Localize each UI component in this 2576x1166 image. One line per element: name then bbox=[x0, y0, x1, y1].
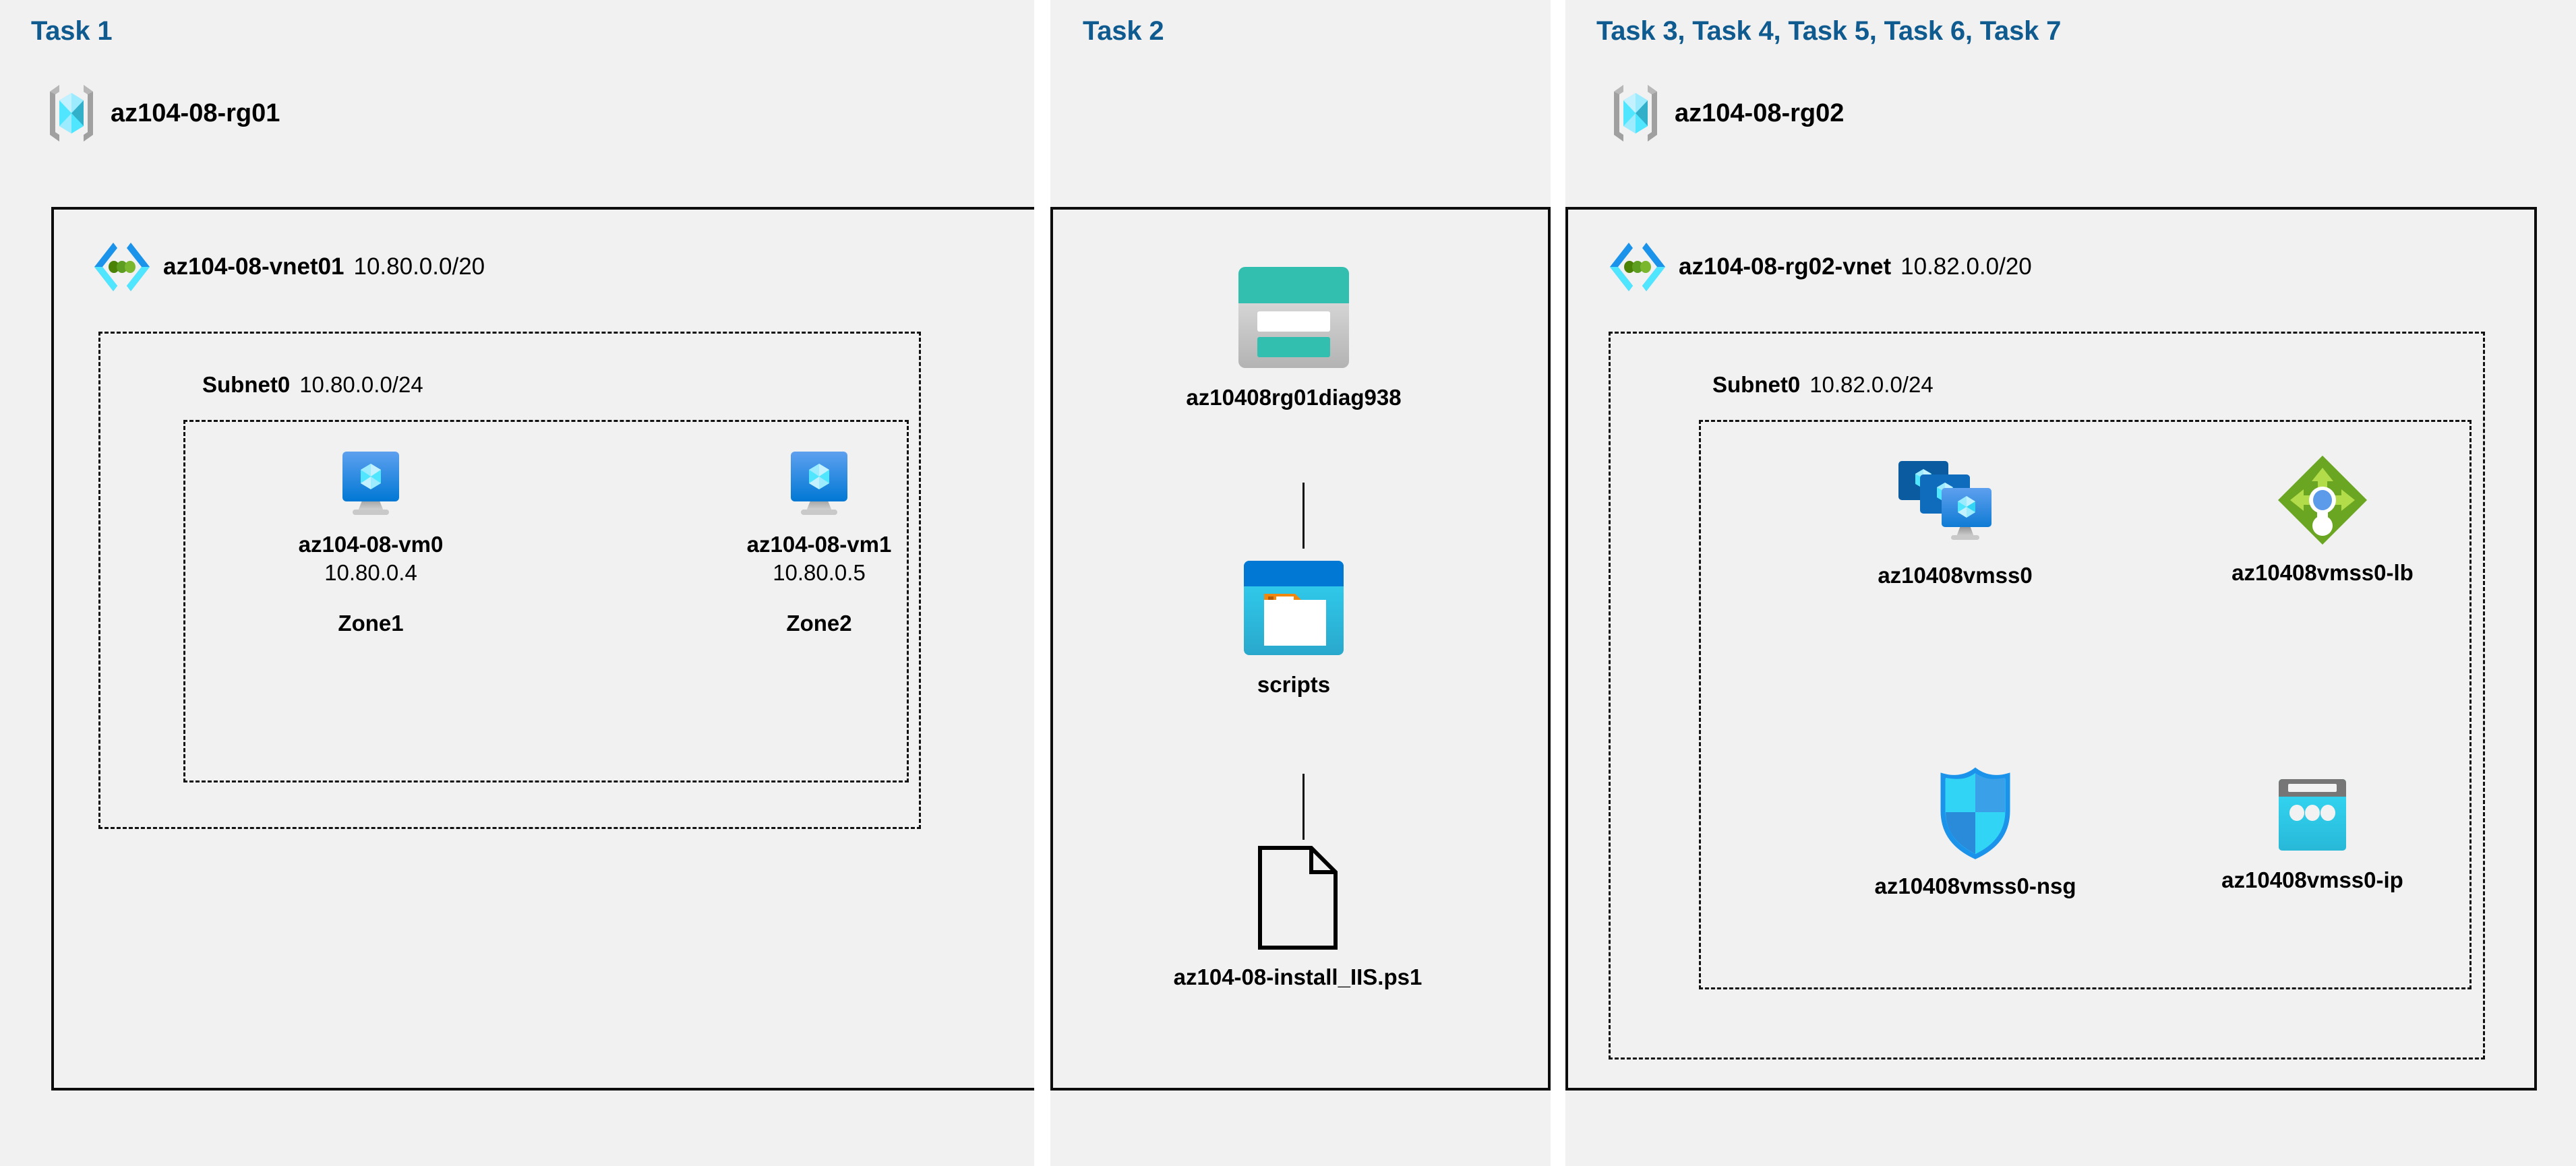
task2-boundary bbox=[1050, 207, 1551, 1091]
resource-group-label: az104-08-rg01 bbox=[111, 98, 280, 127]
virtual-machine-icon bbox=[782, 445, 856, 519]
storage-clip bbox=[1050, 0, 1551, 1166]
network-security-group-icon bbox=[1935, 766, 2016, 861]
node-script-file[interactable]: az104-08-install_IIS.ps1 bbox=[1170, 844, 1426, 991]
resource-group-boundary-task3 bbox=[1699, 420, 2472, 989]
subnet-cidr: 10.82.0.0/24 bbox=[1809, 372, 1934, 397]
storage-account-name: az10408rg01diag938 bbox=[1186, 385, 1402, 410]
vnet-cidr: 10.80.0.0/20 bbox=[353, 253, 485, 280]
resource-group-rg01[interactable]: az104-08-rg01 bbox=[46, 82, 280, 144]
task-3-7-header: Task 3, Task 4, Task 5, Task 6, Task 7 bbox=[1596, 16, 2062, 46]
vm-name: az104-08-vm1 bbox=[746, 532, 892, 557]
subnet-name: Subnet0 bbox=[1712, 372, 1801, 397]
panel-task-3-7: Task 3, Task 4, Task 5, Task 6, Task 7 a… bbox=[1565, 0, 2576, 1166]
vm-ip: 10.80.0.4 bbox=[324, 559, 417, 585]
vnet-header-vnet01[interactable]: az104-08-vnet01 10.80.0.0/20 bbox=[93, 239, 485, 295]
storage-account-icon bbox=[1233, 263, 1354, 372]
connector-scripts-to-file bbox=[1302, 774, 1305, 840]
blob-container-icon bbox=[1240, 558, 1348, 659]
subnet0-label-task3: Subnet0 10.82.0.0/24 bbox=[1712, 372, 1934, 398]
file-icon bbox=[1253, 844, 1342, 952]
vnet02-boundary bbox=[1565, 207, 2537, 1091]
virtual-machine-icon bbox=[334, 445, 408, 519]
resource-group-icon bbox=[46, 82, 97, 144]
load-balancer-name: az10408vmss0-lb bbox=[2231, 560, 2414, 585]
vm-zone: Zone2 bbox=[786, 610, 852, 636]
vnet01-boundary bbox=[51, 207, 1034, 1091]
resource-group-icon bbox=[1610, 82, 1661, 144]
subnet0-boundary-task1 bbox=[98, 332, 921, 829]
vm-group-boundary-task1 bbox=[183, 420, 909, 783]
network-security-group-name: az10408vmss0-nsg bbox=[1874, 873, 2076, 898]
node-load-balancer[interactable]: az10408vmss0-lb bbox=[2188, 453, 2457, 587]
vnet-name: az104-08-vnet01 bbox=[163, 253, 345, 280]
load-balancer-icon bbox=[2275, 453, 2370, 547]
vm-name: az104-08-vm0 bbox=[298, 532, 444, 557]
vm-zone: Zone1 bbox=[338, 610, 404, 636]
panel-task-1: Task 1 az104-08-rg01 bbox=[0, 0, 1034, 1166]
node-public-ip-address[interactable]: az10408vmss0-ip bbox=[2198, 775, 2427, 894]
vm-scale-set-name: az10408vmss0 bbox=[1878, 563, 2033, 588]
vnet-header-rg02-vnet[interactable]: az104-08-rg02-vnet 10.82.0.0/20 bbox=[1609, 239, 2032, 295]
node-blob-container[interactable]: scripts bbox=[1193, 558, 1395, 699]
script-file-name: az104-08-install_IIS.ps1 bbox=[1173, 964, 1422, 989]
subnet0-label-task1: Subnet0 10.80.0.0/24 bbox=[202, 372, 423, 398]
resource-group-label: az104-08-rg02 bbox=[1675, 98, 1845, 127]
virtual-network-icon bbox=[1609, 239, 1667, 295]
node-storage-account[interactable]: az10408rg01diag938 bbox=[1186, 263, 1402, 412]
vnet02-clip bbox=[1565, 0, 2576, 1166]
virtual-network-icon bbox=[93, 239, 151, 295]
node-vm-scale-set[interactable]: az10408vmss0 bbox=[1830, 458, 2080, 590]
node-vm1[interactable]: az104-08-vm1 10.80.0.5 Zone2 bbox=[718, 445, 920, 636]
vnet01-clip bbox=[0, 0, 1034, 1166]
subnet0-boundary-task3 bbox=[1609, 332, 2485, 1060]
resource-group-rg02[interactable]: az104-08-rg02 bbox=[1610, 82, 1844, 144]
vm-ip: 10.80.0.5 bbox=[773, 559, 866, 585]
public-ip-address-name: az10408vmss0-ip bbox=[2221, 867, 2403, 892]
subnet-cidr: 10.80.0.0/24 bbox=[299, 372, 423, 397]
vnet-name: az104-08-rg02-vnet bbox=[1679, 253, 1892, 280]
subnet-name: Subnet0 bbox=[202, 372, 291, 397]
vm-scale-set-icon bbox=[1894, 458, 2016, 550]
node-vm0[interactable]: az104-08-vm0 10.80.0.4 Zone1 bbox=[270, 445, 472, 636]
task-1-header: Task 1 bbox=[31, 16, 113, 46]
connector-storage-to-scripts bbox=[1302, 483, 1305, 549]
node-network-security-group[interactable]: az10408vmss0-nsg bbox=[1847, 766, 2103, 900]
blob-container-name: scripts bbox=[1257, 672, 1331, 697]
task-2-header: Task 2 bbox=[1083, 16, 1164, 46]
public-ip-address-icon bbox=[2272, 775, 2353, 855]
vnet-cidr: 10.82.0.0/20 bbox=[1900, 253, 2032, 280]
